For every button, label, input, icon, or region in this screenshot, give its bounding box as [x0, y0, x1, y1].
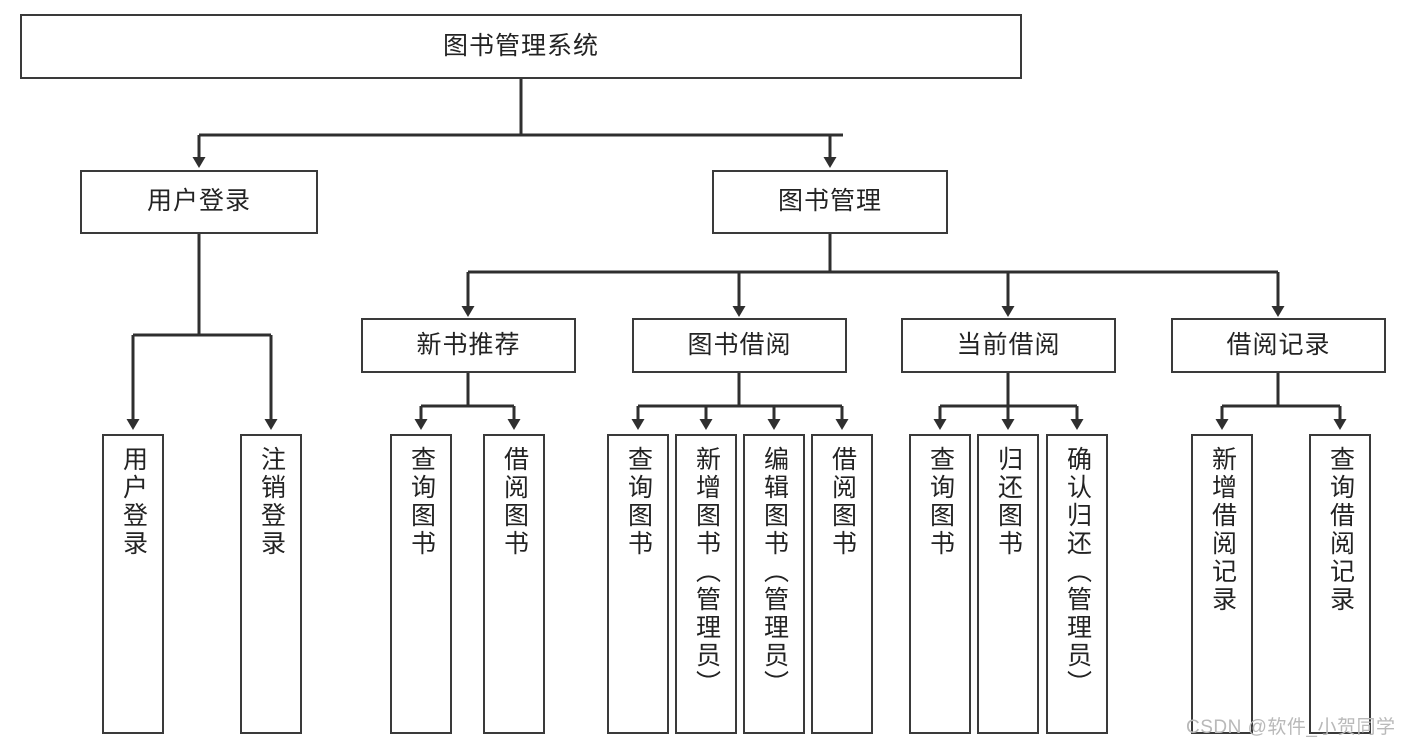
leaf-book-borrow-3-label: 借阅图书 — [828, 446, 857, 558]
leaf-borrow-records-1-label: 查询借阅记录 — [1326, 446, 1355, 614]
leaf-user-login-1-label: 注销登录 — [257, 446, 286, 558]
node-borrow-records-label: 借阅记录 — [1226, 330, 1331, 359]
node-new-book-recommend-label: 新书推荐 — [416, 330, 521, 359]
node-root[interactable]: 图书管理系统 — [20, 14, 1022, 79]
leaf-book-borrow-1-label: 新增图书（管理员） — [692, 446, 721, 698]
leaf-new-book-recommend-1-label: 借阅图书 — [500, 446, 529, 558]
leaf-current-borrow-0-label: 查询图书 — [926, 446, 955, 558]
leaf-borrow-records-0-label: 新增借阅记录 — [1208, 446, 1237, 614]
node-user-login-label: 用户登录 — [146, 187, 251, 216]
leaf-user-login-0-label: 用户登录 — [119, 446, 148, 558]
leaf-book-borrow-0[interactable]: 查询图书 — [607, 434, 669, 734]
leaf-user-login-0[interactable]: 用户登录 — [102, 434, 164, 734]
leaf-current-borrow-2-label: 确认归还（管理员） — [1063, 446, 1092, 698]
leaf-book-borrow-1[interactable]: 新增图书（管理员） — [675, 434, 737, 734]
leaf-book-borrow-3[interactable]: 借阅图书 — [811, 434, 873, 734]
leaf-book-borrow-2[interactable]: 编辑图书（管理员） — [743, 434, 805, 734]
leaf-book-borrow-2-label: 编辑图书（管理员） — [760, 446, 789, 698]
leaf-book-borrow-0-label: 查询图书 — [624, 446, 653, 558]
leaf-current-borrow-2[interactable]: 确认归还（管理员） — [1046, 434, 1108, 734]
leaf-new-book-recommend-0[interactable]: 查询图书 — [390, 434, 452, 734]
leaf-current-borrow-1[interactable]: 归还图书 — [977, 434, 1039, 734]
leaf-borrow-records-1[interactable]: 查询借阅记录 — [1309, 434, 1371, 734]
node-current-borrow[interactable]: 当前借阅 — [901, 318, 1116, 373]
leaf-user-login-1[interactable]: 注销登录 — [240, 434, 302, 734]
node-new-book-recommend[interactable]: 新书推荐 — [361, 318, 576, 373]
node-book-management-label: 图书管理 — [777, 187, 882, 216]
leaf-new-book-recommend-1[interactable]: 借阅图书 — [483, 434, 545, 734]
leaf-current-borrow-0[interactable]: 查询图书 — [909, 434, 971, 734]
node-book-borrow-label: 图书借阅 — [687, 330, 792, 359]
watermark: CSDN @软件_小贺同学 — [1186, 717, 1396, 738]
node-user-login[interactable]: 用户登录 — [80, 170, 318, 234]
node-root-label: 图书管理系统 — [442, 31, 599, 60]
node-book-borrow[interactable]: 图书借阅 — [632, 318, 847, 373]
leaf-current-borrow-1-label: 归还图书 — [994, 446, 1023, 558]
node-book-management[interactable]: 图书管理 — [712, 170, 948, 234]
node-current-borrow-label: 当前借阅 — [956, 330, 1061, 359]
leaf-new-book-recommend-0-label: 查询图书 — [407, 446, 436, 558]
node-borrow-records[interactable]: 借阅记录 — [1171, 318, 1386, 373]
leaf-borrow-records-0[interactable]: 新增借阅记录 — [1191, 434, 1253, 734]
